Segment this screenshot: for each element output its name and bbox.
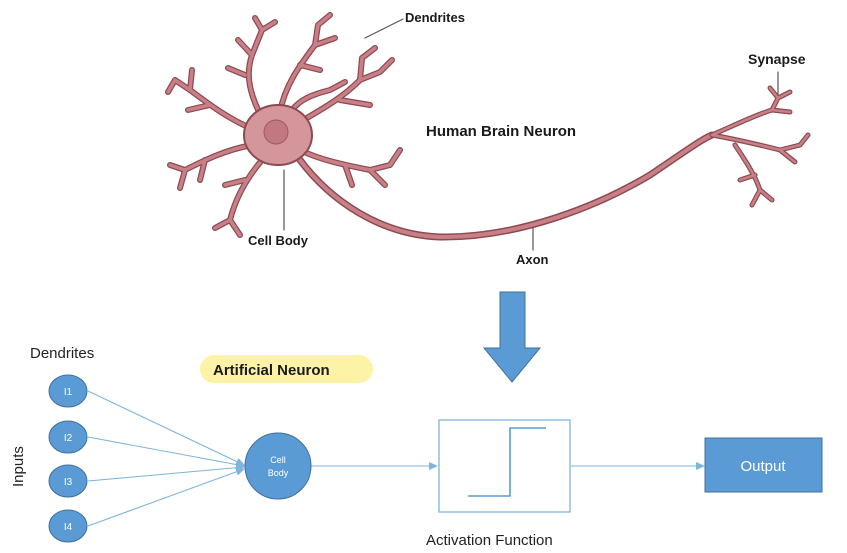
- step-function-icon: [468, 427, 546, 497]
- artificial-neuron-title-badge: Artificial Neuron: [200, 355, 373, 383]
- dendrites-leader-line: [364, 18, 404, 39]
- activation-function-box: [438, 419, 571, 513]
- cell-body-node: Cell Body: [244, 432, 312, 500]
- input-node-4: I4: [48, 509, 88, 543]
- output-box: Output: [704, 437, 823, 493]
- input-node-4-label: I4: [64, 522, 73, 533]
- edge-i3: [87, 463, 245, 482]
- down-arrow-icon: [482, 291, 542, 383]
- artificial-neuron-title: Artificial Neuron: [213, 362, 330, 379]
- input-node-2-label: I2: [64, 433, 73, 444]
- synapse-label: Synapse: [748, 51, 806, 67]
- artificial-neuron: Dendrites Artificial Neuron Inputs I1 I2…: [10, 345, 823, 549]
- input-node-2: I2: [48, 420, 88, 454]
- edge-i2: [87, 436, 245, 469]
- inputs-axis-label: Inputs: [10, 446, 27, 487]
- axon-label: Axon: [516, 252, 549, 267]
- activation-function-label: Activation Function: [426, 532, 553, 549]
- neuron-title: Human Brain Neuron: [426, 123, 576, 140]
- input-node-3-label: I3: [64, 477, 73, 488]
- output-label: Output: [740, 458, 786, 475]
- input-node-1: I1: [48, 374, 88, 408]
- cell-body-node-line2: Body: [268, 468, 289, 478]
- cell-body-graphic: [243, 104, 313, 166]
- cell-body-label: Cell Body: [248, 233, 309, 248]
- axon-graphic: [296, 131, 716, 241]
- input-node-1-label: I1: [64, 387, 73, 398]
- artificial-dendrites-label: Dendrites: [30, 345, 94, 362]
- cell-body-node-line1: Cell: [270, 455, 286, 465]
- edge-i1: [87, 390, 245, 466]
- biological-neuron: Dendrites Synapse Human Brain Neuron Cel…: [165, 10, 811, 267]
- edge-i4: [87, 467, 245, 527]
- input-node-3: I3: [48, 464, 88, 498]
- dendrites-label: Dendrites: [405, 10, 465, 25]
